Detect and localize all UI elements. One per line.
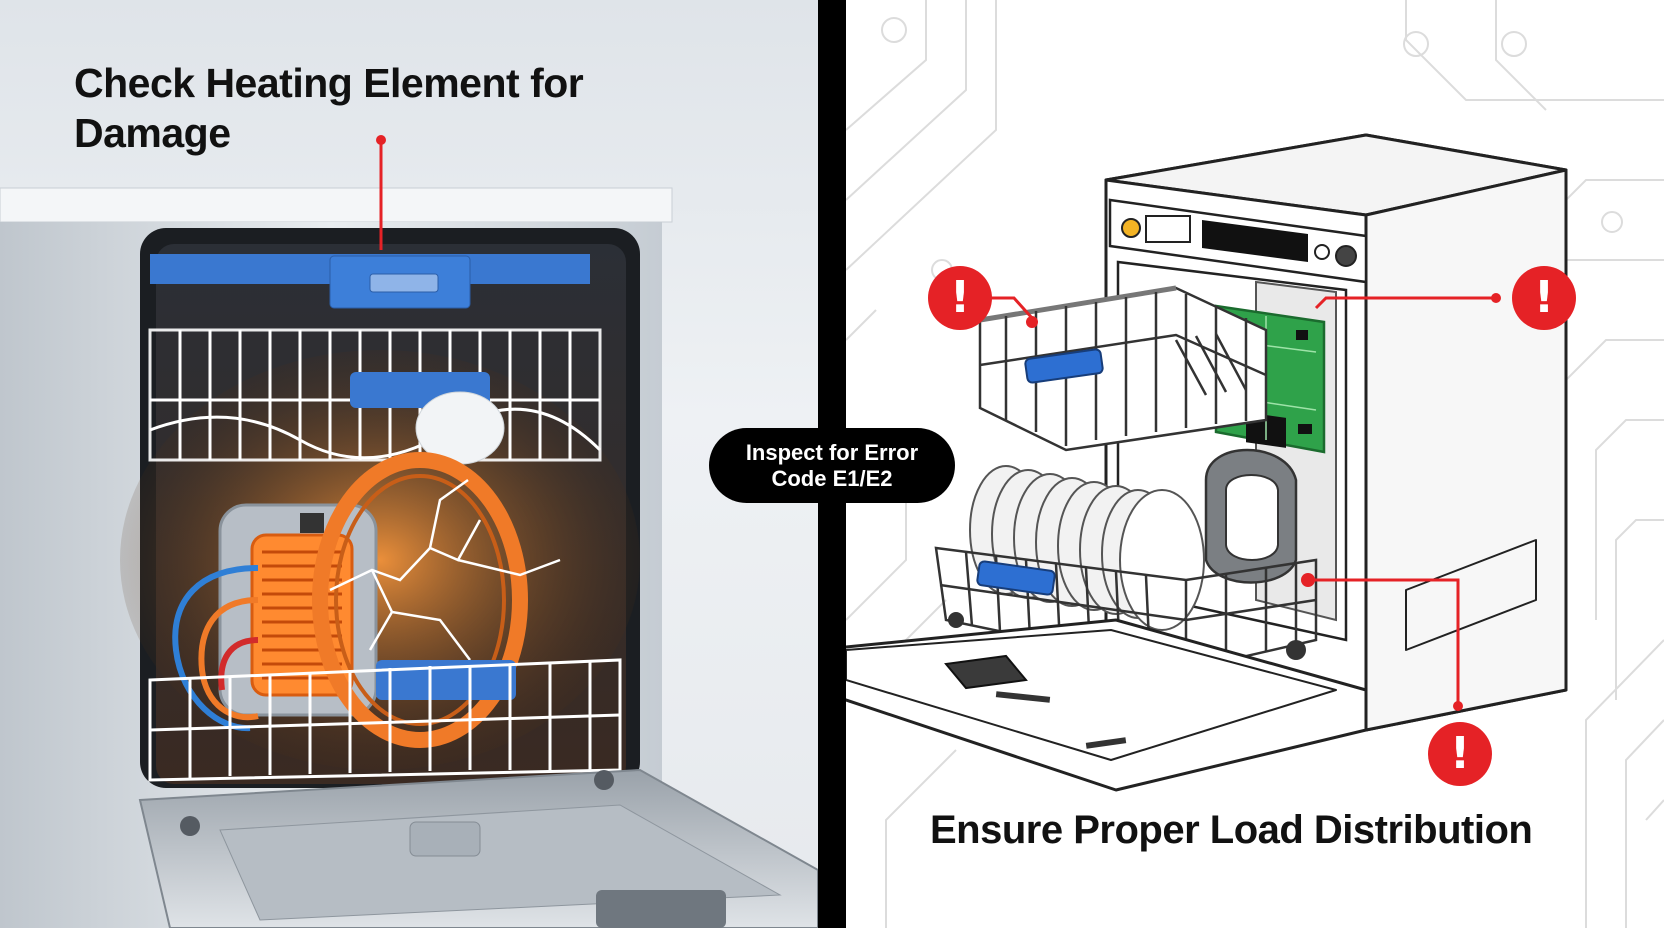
lower-rack-line xyxy=(934,546,1318,672)
heater-wires xyxy=(172,565,259,732)
error-code-badge: Inspect for Error Code E1/E2 xyxy=(709,428,955,503)
power-indicator-icon xyxy=(1121,218,1141,238)
load-distribution-title: Ensure Proper Load Distribution xyxy=(930,808,1533,852)
dishwasher-top xyxy=(0,187,673,223)
upper-rack-handle-line xyxy=(1024,348,1104,384)
lower-rack-handle-line xyxy=(976,560,1056,596)
upper-rack-line xyxy=(978,285,1268,452)
left-panel: Check Heating Element for Damage xyxy=(0,0,818,928)
heater-callout-dot xyxy=(376,135,386,145)
dishwasher-line-illustration xyxy=(846,0,1664,928)
exclamation-icon: ! xyxy=(928,266,992,330)
control-panel xyxy=(1108,198,1368,284)
detergent-dispenser xyxy=(409,821,481,857)
heating-element-title: Check Heating Element for Damage xyxy=(74,60,584,156)
dishwasher-cutaway-illustration xyxy=(0,135,818,928)
crack-marks xyxy=(329,478,561,661)
exclamation-icon: ! xyxy=(1428,722,1492,786)
control-display xyxy=(1202,220,1308,262)
door-latch xyxy=(596,890,726,928)
control-knob-icon xyxy=(1335,245,1357,267)
exclamation-icon: ! xyxy=(1512,266,1576,330)
lower-rack xyxy=(148,658,622,782)
heating-loop xyxy=(312,452,528,748)
right-panel: ! ! ! xyxy=(846,0,1664,928)
detergent-dispenser-line xyxy=(944,654,1028,690)
rack-wheel xyxy=(1286,640,1306,660)
rack-wheel xyxy=(948,612,964,628)
spray-arm-label xyxy=(369,273,439,293)
